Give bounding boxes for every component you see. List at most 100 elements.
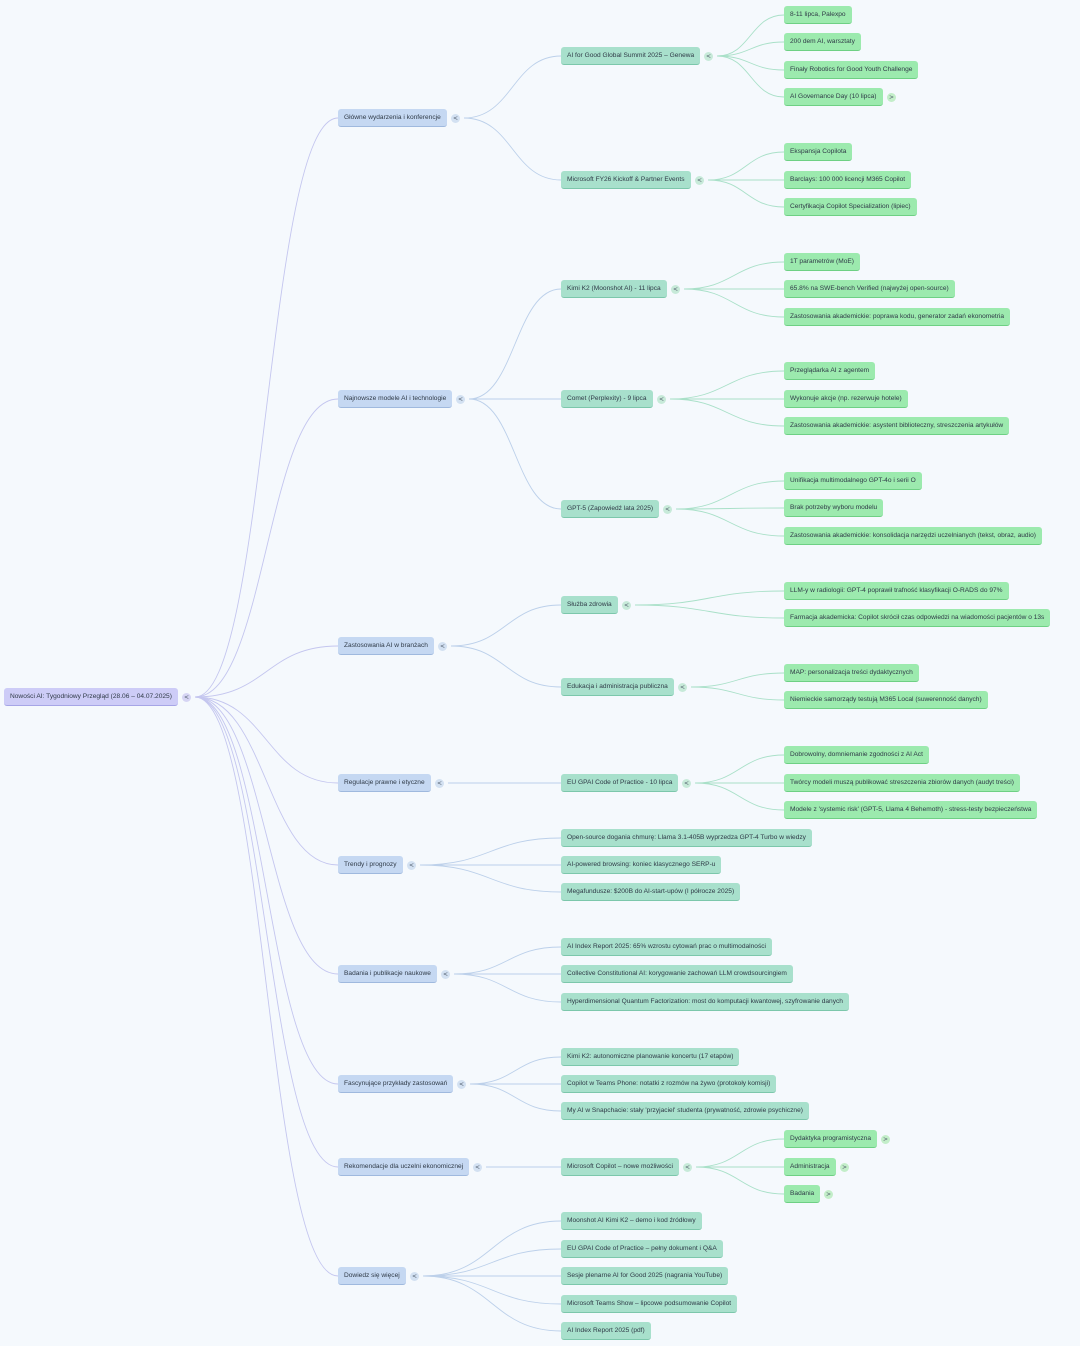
mindmap-node-zastosowania-akademickie-asystent-biblio[interactable]: Zastosowania akademickie: asystent bibli… (784, 417, 1010, 435)
mindmap-node-microsoft-teams-show-lipcowe-podsumowani[interactable]: Microsoft Teams Show – lipcowe podsumowa… (561, 1295, 738, 1313)
mindmap-node-unifikacja-multimodalnego-gpt-4o-i-serii[interactable]: Unifikacja multimodalnego GPT-4o i serii… (784, 472, 922, 490)
mindmap-node-eu-gpai-code-of-practice-pelny-dokument-[interactable]: EU GPAI Code of Practice – pełny dokumen… (561, 1240, 723, 1258)
mindmap-node-brak-potrzeby-wyboru-modelu[interactable]: Brak potrzeby wyboru modelu (784, 499, 884, 517)
collapse-toggle-icon[interactable]: < (182, 692, 191, 702)
mindmap-node-dowiedz-sie-wiecej[interactable]: Dowiedz się więcej (338, 1267, 406, 1285)
mindmap-node-ai-powered-browsing-koniec-klasycznego-s[interactable]: AI-powered browsing: koniec klasycznego … (561, 856, 722, 874)
mindmap-node-tworcy-modeli-musza-publikowac-streszcze[interactable]: Twórcy modeli muszą publikować streszcze… (784, 774, 1020, 792)
connector-link (716, 55, 785, 98)
connector-link (694, 754, 785, 784)
mindmap-node-rekomendacje-dla-uczelni-ekonomicznej[interactable]: Rekomendacje dla uczelni ekonomicznej (338, 1158, 470, 1176)
mindmap-node-open-source-dogania-chmure-llama-3-1-405[interactable]: Open-source dogania chmurę: Llama 3.1-40… (561, 829, 812, 847)
mindmap-node-megafundusze-200b-do-ai-start-upow-i-pol[interactable]: Megafundusze: $200B do AI-start-upów (I … (561, 883, 741, 901)
mindmap-node-dobrowolny-domniemanie-zgodnosci-z-ai-ac[interactable]: Dobrowolny, domniemanie zgodności z AI A… (784, 746, 929, 764)
mindmap-node-ai-for-good-global-summit-2025-genewa[interactable]: AI for Good Global Summit 2025 – Genewa (561, 47, 701, 65)
mindmap-node-llm-y-w-radiologii-gpt-4-poprawil-trafno[interactable]: LLM-y w radiologii: GPT-4 poprawił trafn… (784, 582, 1009, 600)
mindmap-node-comet-perplexity-9-lipca[interactable]: Comet (Perplexity) - 9 lipca (561, 390, 653, 408)
mindmap-node-my-ai-w-snapchacie-staly-przyjaciel-stud[interactable]: My AI w Snapchacie: stały 'przyjaciel' s… (561, 1102, 809, 1120)
connector-link (707, 151, 785, 181)
collapse-toggle-icon[interactable]: < (678, 682, 687, 692)
expand-toggle-icon[interactable]: > (824, 1189, 833, 1199)
expand-toggle-icon[interactable]: > (887, 92, 896, 102)
mindmap-node-modele-z-systemic-risk-gpt-5-llama-4-beh[interactable]: Modele z 'systemic risk' (GPT-5, Llama 4… (784, 801, 1038, 819)
connector-link (468, 288, 562, 400)
mindmap-node-badania[interactable]: Badania (784, 1185, 821, 1203)
mindmap-node-moonshot-ai-kimi-k2-demo-i-kod-zrodlowy[interactable]: Moonshot AI Kimi K2 – demo i kod źródłow… (561, 1212, 702, 1230)
collapse-toggle-icon[interactable]: < (456, 394, 465, 404)
mindmap-node-niemieckie-samorzady-testuja-m365-local-[interactable]: Niemieckie samorządy testują M365 Local … (784, 691, 988, 709)
mindmap-node-map-personalizacja-tresci-dydaktycznych[interactable]: MAP: personalizacja treści dydaktycznych (784, 664, 919, 682)
mindmap-node-trendy-i-prognozy[interactable]: Trendy i prognozy (338, 856, 403, 874)
mindmap-node-certyfikacja-copilot-specialization-lipi[interactable]: Certyfikacja Copilot Specialization (lip… (784, 198, 917, 216)
connector-link (695, 1138, 785, 1168)
collapse-toggle-icon[interactable]: < (407, 860, 416, 870)
mindmap-node-wykonuje-akcje-np-rezerwuje-hotele[interactable]: Wykonuje akcje (np. rezerwuje hotele) (784, 390, 908, 408)
connector-link (450, 645, 562, 688)
collapse-toggle-icon[interactable]: < (435, 778, 444, 788)
mindmap-node-sluzba-zdrowia[interactable]: Służba zdrowia (561, 596, 618, 614)
collapse-toggle-icon[interactable]: < (473, 1162, 482, 1172)
mindmap-node-gpt-5-zapowiedz-lata-2025[interactable]: GPT-5 (Zapowiedź lata 2025) (561, 500, 660, 518)
mindmap-node-kimi-k2-moonshot-ai-11-lipca[interactable]: Kimi K2 (Moonshot AI) - 11 lipca (561, 280, 667, 298)
collapse-toggle-icon[interactable]: < (622, 600, 631, 610)
mindmap-node-microsoft-fy26-kickoff-partner-events[interactable]: Microsoft FY26 Kickoff & Partner Events (561, 171, 691, 189)
mindmap-node-sesje-plenarne-ai-for-good-2025-nagrania[interactable]: Sesje plenarne AI for Good 2025 (nagrani… (561, 1267, 729, 1285)
collapse-toggle-icon[interactable]: < (451, 113, 460, 123)
mindmap-node-copilot-w-teams-phone-notatki-z-rozmow-n[interactable]: Copilot w Teams Phone: notatki z rozmów … (561, 1075, 777, 1093)
mindmap-node-kimi-k2-autonomiczne-planowanie-koncertu[interactable]: Kimi K2: autonomiczne planowanie koncert… (561, 1048, 740, 1066)
mindmap-node-przegladarka-ai-z-agentem[interactable]: Przeglądarka AI z agentem (784, 362, 876, 380)
expand-toggle-icon[interactable]: > (840, 1162, 849, 1172)
mindmap-node-microsoft-copilot-nowe-mozliwosci[interactable]: Microsoft Copilot – nowe możliwości (561, 1158, 679, 1176)
connector-link (463, 55, 562, 119)
mindmap-node-fascynujace-przyklady-zastosowan[interactable]: Fascynujące przykłady zastosowań (338, 1075, 454, 1093)
mindmap-node-ai-governance-day-10-lipca[interactable]: AI Governance Day (10 lipca) (784, 88, 883, 106)
mindmap-node-finaly-robotics-for-good-youth-challenge[interactable]: Finały Robotics for Good Youth Challenge (784, 61, 919, 79)
mindmap-node-8-11-lipca-palexpo[interactable]: 8-11 lipca, Palexpo (784, 6, 852, 24)
mindmap-node-glowne-wydarzenia-i-konferencje[interactable]: Główne wydarzenia i konferencje (338, 109, 447, 127)
mindmap-node-dydaktyka-programistyczna[interactable]: Dydaktyka programistyczna (784, 1130, 877, 1148)
mindmap-node-zastosowania-akademickie-poprawa-kodu-ge[interactable]: Zastosowania akademickie: poprawa kodu, … (784, 308, 1011, 326)
connector-link (716, 55, 785, 71)
mindmap-node-edukacja-i-administracja-publiczna[interactable]: Edukacja i administracja publiczna (561, 678, 674, 696)
mindmap-node-ai-index-report-2025-65-wzrostu-cytowan-[interactable]: AI Index Report 2025: 65% wzrostu cytowa… (561, 938, 773, 956)
collapse-toggle-icon[interactable]: < (438, 641, 447, 651)
collapse-toggle-icon[interactable]: < (457, 1079, 466, 1089)
collapse-toggle-icon[interactable]: < (410, 1271, 419, 1281)
connector-link (675, 508, 785, 537)
collapse-toggle-icon[interactable]: < (695, 175, 704, 185)
mindmap-node-farmacja-akademicka-copilot-skrocil-czas[interactable]: Farmacja akademicka: Copilot skrócił cza… (784, 609, 1051, 627)
collapse-toggle-icon[interactable]: < (663, 504, 672, 514)
mindmap-node-badania-i-publikacje-naukowe[interactable]: Badania i publikacje naukowe (338, 965, 437, 983)
mindmap-node-najnowsze-modele-ai-i-technologie[interactable]: Najnowsze modele AI i technologie (338, 390, 453, 408)
root-node[interactable]: Nowości AI: Tygodniowy Przegląd (28.06 –… (4, 688, 178, 706)
mindmap-node-eu-gpai-code-of-practice-10-lipca[interactable]: EU GPAI Code of Practice - 10 lipca (561, 774, 679, 792)
mindmap-node-regulacje-prawne-i-etyczne[interactable]: Regulacje prawne i etyczne (338, 774, 431, 792)
connector-link (453, 973, 562, 1003)
collapse-toggle-icon[interactable]: < (657, 394, 666, 404)
connector-link (694, 782, 785, 811)
mindmap-node-200-dem-ai-warsztaty[interactable]: 200 dem AI, warsztaty (784, 33, 861, 51)
mindmap-node-zastosowania-akademickie-konsolidacja-na[interactable]: Zastosowania akademickie: konsolidacja n… (784, 527, 1042, 545)
mindmap-node-collective-constitutional-ai-korygowanie[interactable]: Collective Constitutional AI: korygowani… (561, 965, 793, 983)
mindmap-node-1t-parametrow-moe[interactable]: 1T parametrów (MoE) (784, 253, 861, 271)
mindmap-node-barclays-100-000-licencji-m365-copilot[interactable]: Barclays: 100 000 licencji M365 Copilot (784, 171, 912, 189)
mindmap-node-hyperdimensional-quantum-factorization-m[interactable]: Hyperdimensional Quantum Factorization: … (561, 993, 849, 1011)
mindmap-node-administracja[interactable]: Administracja (784, 1158, 836, 1176)
collapse-toggle-icon[interactable]: < (682, 778, 691, 788)
connector-link (194, 398, 339, 698)
mindmap-node-ekspansja-copilota[interactable]: Ekspansja Copilota (784, 143, 853, 161)
mindmap-node-zastosowania-ai-w-branzach[interactable]: Zastosowania AI w branżach (338, 637, 434, 655)
mindmap-node-65-8-na-swe-bench-verified-najwyzej-open[interactable]: 65.8% na SWE-bench Verified (najwyżej op… (784, 280, 955, 298)
collapse-toggle-icon[interactable]: < (671, 284, 680, 294)
connector-link (634, 604, 785, 619)
mindmap-node-ai-index-report-2025-pdf[interactable]: AI Index Report 2025 (pdf) (561, 1322, 651, 1340)
connector-link (675, 480, 785, 510)
connector-link (669, 370, 785, 400)
collapse-toggle-icon[interactable]: < (683, 1162, 692, 1172)
connector-link (422, 1275, 562, 1305)
connector-link (194, 696, 339, 1277)
expand-toggle-icon[interactable]: > (881, 1134, 890, 1144)
collapse-toggle-icon[interactable]: < (441, 969, 450, 979)
connector-link (194, 696, 339, 975)
collapse-toggle-icon[interactable]: < (704, 51, 713, 61)
